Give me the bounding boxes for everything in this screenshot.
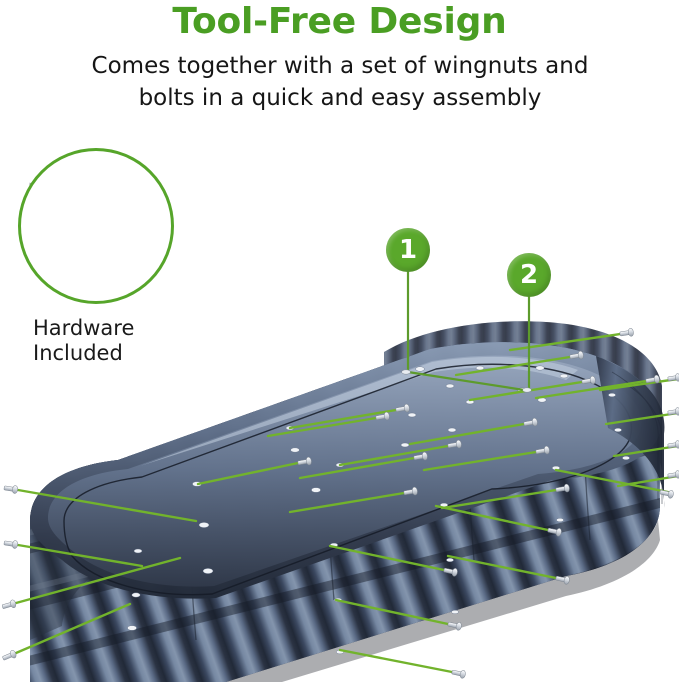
hardware-label-line2: Included	[33, 341, 123, 365]
page-subtitle: Comes together with a set of wingnuts an…	[60, 50, 620, 114]
callout-badge-1[interactable]: 1	[386, 228, 430, 272]
callout-leader-endpoints	[401, 369, 532, 393]
hardware-included-badge	[18, 148, 174, 304]
connector-bolt-icons	[1, 328, 679, 679]
hardware-included-label: Hardware Included	[33, 316, 134, 366]
page-subtitle-line1: Comes together with a set of wingnuts an…	[91, 53, 589, 79]
callout-badge-2[interactable]: 2	[507, 253, 551, 297]
hardware-label-line1: Hardware	[33, 316, 135, 340]
page-title: Tool-Free Design	[172, 1, 507, 42]
page-subtitle-line2: bolts in a quick and easy assembly	[138, 85, 542, 111]
